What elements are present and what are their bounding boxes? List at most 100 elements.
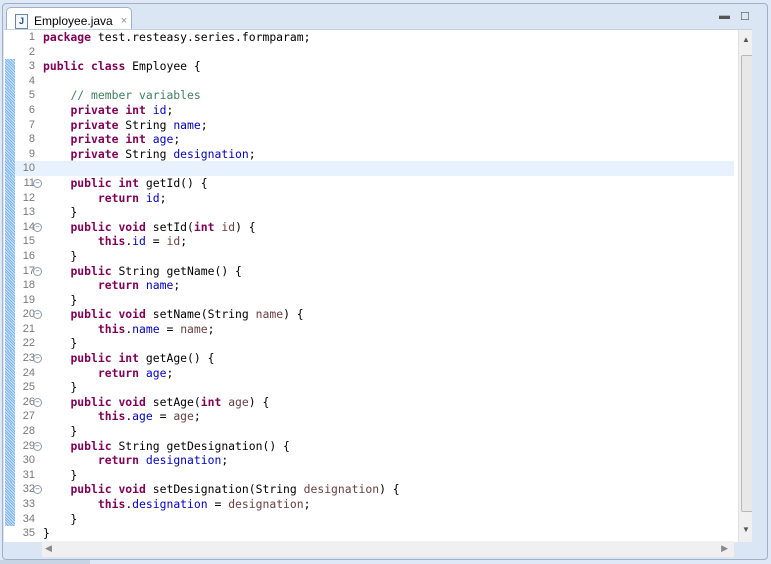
line-number: 34 — [22, 512, 35, 525]
code-line[interactable]: 11− public int getId() { — [4, 175, 734, 191]
code-line[interactable]: 24 return age; — [4, 365, 734, 381]
code-text: } — [43, 380, 77, 395]
fold-collapse-icon[interactable]: − — [33, 178, 42, 188]
code-line[interactable]: 17− public String getName() { — [4, 263, 734, 279]
fold-collapse-icon[interactable]: − — [33, 397, 42, 407]
code-line[interactable]: 20− public void setName(String name) { — [4, 307, 734, 322]
code-line[interactable]: 16 } — [4, 248, 734, 264]
line-number: 21 — [22, 322, 35, 335]
maximize-icon[interactable]: ☐ — [740, 11, 750, 23]
code-line[interactable]: 27 this.age = age; — [4, 409, 734, 425]
line-number: 18 — [22, 279, 35, 292]
code-line[interactable]: 13 } — [4, 205, 734, 220]
code-line[interactable]: 35} — [4, 526, 734, 541]
code-line[interactable]: 5 // member variables — [4, 88, 734, 103]
token-tx: String getName() { — [111, 263, 242, 278]
token-tx — [146, 103, 153, 117]
token-tx — [43, 264, 70, 278]
token-tx — [43, 118, 70, 132]
code-line[interactable]: 14− public void setId(int id) { — [4, 219, 734, 235]
token-tx: setName(String — [145, 307, 256, 322]
change-marker — [5, 497, 15, 512]
token-kw: public — [70, 219, 112, 234]
fold-collapse-icon[interactable]: − — [33, 266, 42, 276]
bottom-panel-edge — [0, 560, 90, 564]
token-tx: ) { — [235, 219, 256, 234]
token-tx — [43, 88, 70, 102]
token-tx: } — [43, 424, 78, 439]
fold-collapse-icon[interactable]: − — [33, 222, 42, 232]
code-line[interactable]: 10 — [4, 161, 734, 176]
token-kw: return — [97, 453, 140, 468]
scroll-down-icon[interactable]: ▼ — [742, 525, 750, 534]
token-tx: ; — [248, 146, 256, 161]
line-number: 19 — [22, 293, 35, 306]
scroll-right-icon[interactable]: ▶ — [721, 543, 728, 553]
token-pm: designation — [303, 482, 380, 497]
token-kw: public — [70, 175, 112, 190]
code-text: this.name = name; — [43, 322, 215, 337]
code-line[interactable]: 9 private String designation; — [4, 146, 734, 162]
token-pm: id — [166, 234, 181, 249]
token-kw: void — [118, 307, 146, 322]
token-tx: String — [118, 146, 174, 161]
code-line[interactable]: 2 — [4, 45, 734, 60]
token-kw: public — [70, 394, 112, 409]
code-line[interactable]: 6 private int id; — [4, 102, 734, 118]
vertical-scrollbar[interactable]: ▲ ▼ — [738, 30, 752, 542]
code-line[interactable]: 28 } — [4, 424, 734, 439]
token-tx: } — [43, 248, 78, 263]
minimize-icon[interactable]: ▬ — [719, 10, 730, 22]
close-icon[interactable]: × — [120, 15, 128, 27]
token-fd: designation — [145, 453, 222, 468]
code-line[interactable]: 15 this.id = id; — [4, 234, 734, 249]
code-line[interactable]: 33 this.designation = designation; — [4, 497, 734, 512]
code-line[interactable]: 29− public String getDesignation() { — [4, 438, 734, 454]
token-pm: name — [255, 307, 284, 322]
code-line[interactable]: 34 } — [4, 511, 734, 527]
horizontal-scrollbar[interactable]: ◀ ▶ — [42, 541, 734, 557]
code-line[interactable]: 23− public int getAge() { — [4, 351, 734, 366]
scroll-up-icon[interactable]: ▲ — [742, 35, 750, 44]
code-line[interactable]: 26− public void setAge(int age) { — [4, 394, 734, 410]
code-line[interactable]: 22 } — [4, 336, 734, 352]
code-text: public int getAge() { — [43, 351, 214, 366]
code-line[interactable]: 18 return name; — [4, 278, 734, 293]
code-line[interactable]: 32− public void setDesignation(String de… — [4, 482, 734, 497]
fold-collapse-icon[interactable]: − — [33, 310, 42, 320]
fold-collapse-icon[interactable]: − — [33, 441, 42, 451]
scroll-left-icon[interactable]: ◀ — [45, 543, 52, 553]
code-line[interactable]: 8 private int age; — [4, 132, 734, 147]
code-text: return name; — [43, 278, 180, 293]
token-kw: this — [97, 234, 126, 249]
token-tx — [43, 147, 70, 161]
change-marker — [5, 307, 15, 322]
token-tx: . — [125, 497, 133, 511]
scroll-thumb[interactable] — [741, 55, 752, 512]
token-fd: id — [152, 102, 167, 117]
token-kw: public — [70, 307, 112, 322]
code-text: return age; — [43, 366, 173, 381]
token-tx: ; — [166, 365, 174, 380]
code-line[interactable]: 7 private String name; — [4, 117, 734, 133]
token-tx — [43, 307, 70, 321]
fold-collapse-icon[interactable]: − — [33, 354, 42, 364]
code-line[interactable]: 12 return id; — [4, 190, 734, 206]
code-text: private String name; — [43, 118, 207, 133]
token-tx — [146, 132, 153, 146]
token-tx: ; — [303, 497, 311, 511]
code-line[interactable]: 30 return designation; — [4, 453, 734, 468]
code-line[interactable]: 25 } — [4, 380, 734, 395]
fold-collapse-icon[interactable]: − — [33, 485, 42, 495]
token-tx — [139, 453, 146, 467]
code-line[interactable]: 31 } — [4, 467, 734, 483]
change-marker — [5, 190, 15, 206]
token-kw: return — [97, 278, 140, 293]
code-line[interactable]: 21 this.name = name; — [4, 321, 734, 337]
code-text: return id; — [43, 191, 167, 206]
code-line[interactable]: 4 — [4, 73, 734, 89]
code-line[interactable]: 19 } — [4, 292, 734, 308]
